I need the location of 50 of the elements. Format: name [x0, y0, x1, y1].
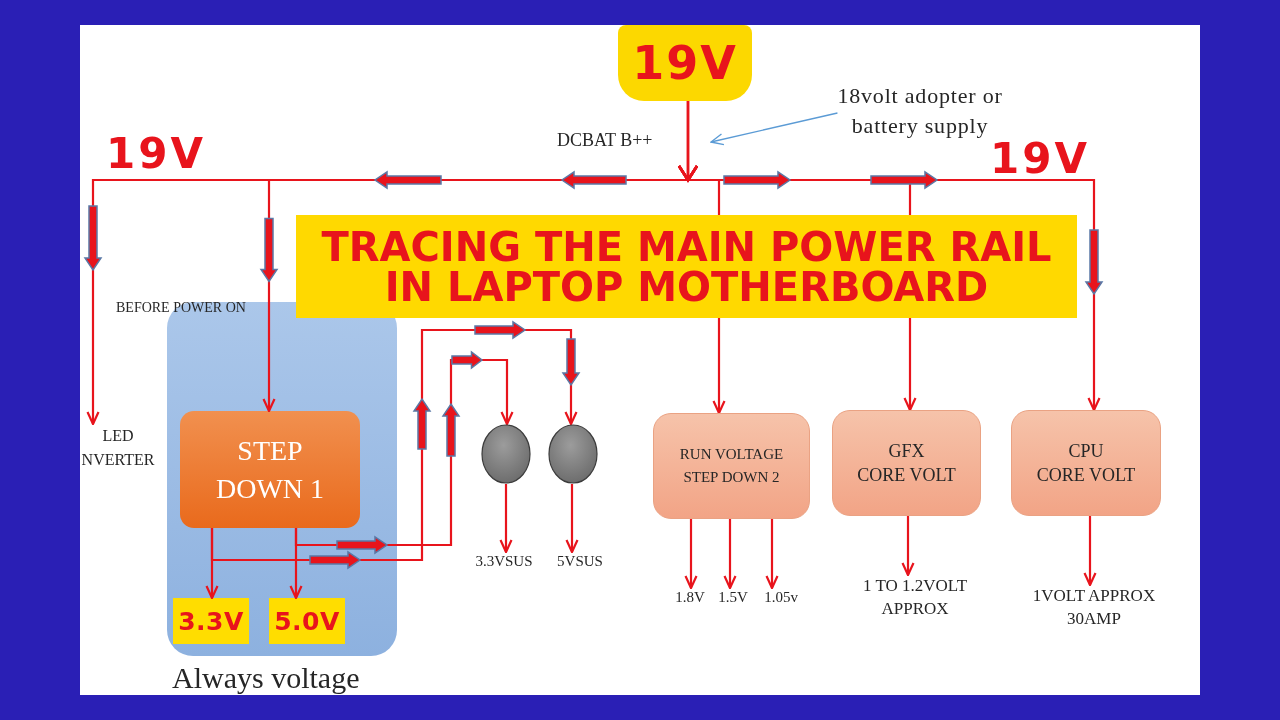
rail-label: DCBAT B++	[557, 130, 653, 152]
supply-voltage-tag: 19V	[618, 25, 752, 101]
converter-box	[180, 411, 360, 528]
direction-arrow	[412, 397, 432, 450]
panel-caption: Always voltage	[172, 661, 360, 694]
converter-box	[832, 410, 981, 516]
converter-box	[653, 413, 810, 519]
direction-arrow	[83, 205, 103, 272]
output-label: 1 TO 1.2VOLT APPROX	[862, 575, 968, 621]
arrow	[684, 519, 698, 590]
voltage-tag: 5.0V	[269, 598, 345, 644]
direction-arrow	[259, 217, 279, 283]
direction-arrow	[1084, 229, 1104, 296]
leader-arrow	[710, 112, 839, 146]
voltage-label: 19V	[106, 135, 206, 173]
box-label: RUN VOLTAGE STEP DOWN 2	[679, 444, 784, 487]
box-label: CPU CORE VOLT	[1036, 439, 1136, 487]
box-label: GFX CORE VOLT	[857, 439, 956, 487]
arrow	[499, 484, 513, 554]
arrow	[765, 519, 779, 590]
direction-arrow	[336, 535, 389, 555]
direction-arrow	[723, 170, 792, 190]
direction-arrow	[870, 170, 939, 190]
panel-heading: BEFORE POWER ON	[116, 300, 246, 317]
output-label: 3.3VSUS	[475, 552, 533, 571]
annotation-text: 18volt adopter or battery supply	[837, 81, 1003, 141]
direction-arrow	[474, 320, 527, 340]
arrow	[1083, 516, 1097, 587]
output-label: 1.5V	[718, 588, 748, 607]
direction-arrow	[441, 402, 461, 457]
direction-arrow	[561, 338, 581, 387]
title-text: TRACING THE MAIN POWER RAIL IN LAPTOP MOTHERBOARD	[321, 226, 1052, 307]
voltage-label: 19V	[990, 140, 1090, 178]
box-label: STEP DOWN 1	[215, 433, 325, 506]
circle-symbol	[548, 424, 598, 484]
direction-arrow	[373, 170, 442, 190]
converter-box	[1011, 410, 1161, 516]
output-label: 1.05v	[764, 588, 798, 607]
output-label: 1.8V	[675, 588, 705, 607]
arrow	[723, 519, 737, 590]
output-label: 5VSUS	[557, 552, 603, 571]
arrow	[565, 484, 579, 554]
circle-symbol	[481, 424, 531, 484]
direction-arrow	[451, 350, 484, 370]
arrow	[901, 516, 915, 577]
direction-arrow	[560, 170, 627, 190]
output-label: LED NVERTER	[81, 424, 155, 472]
voltage-tag: 3.3V	[173, 598, 249, 644]
direction-arrow	[309, 550, 362, 570]
output-label: 1VOLT APPROX 30AMP	[1032, 585, 1156, 631]
